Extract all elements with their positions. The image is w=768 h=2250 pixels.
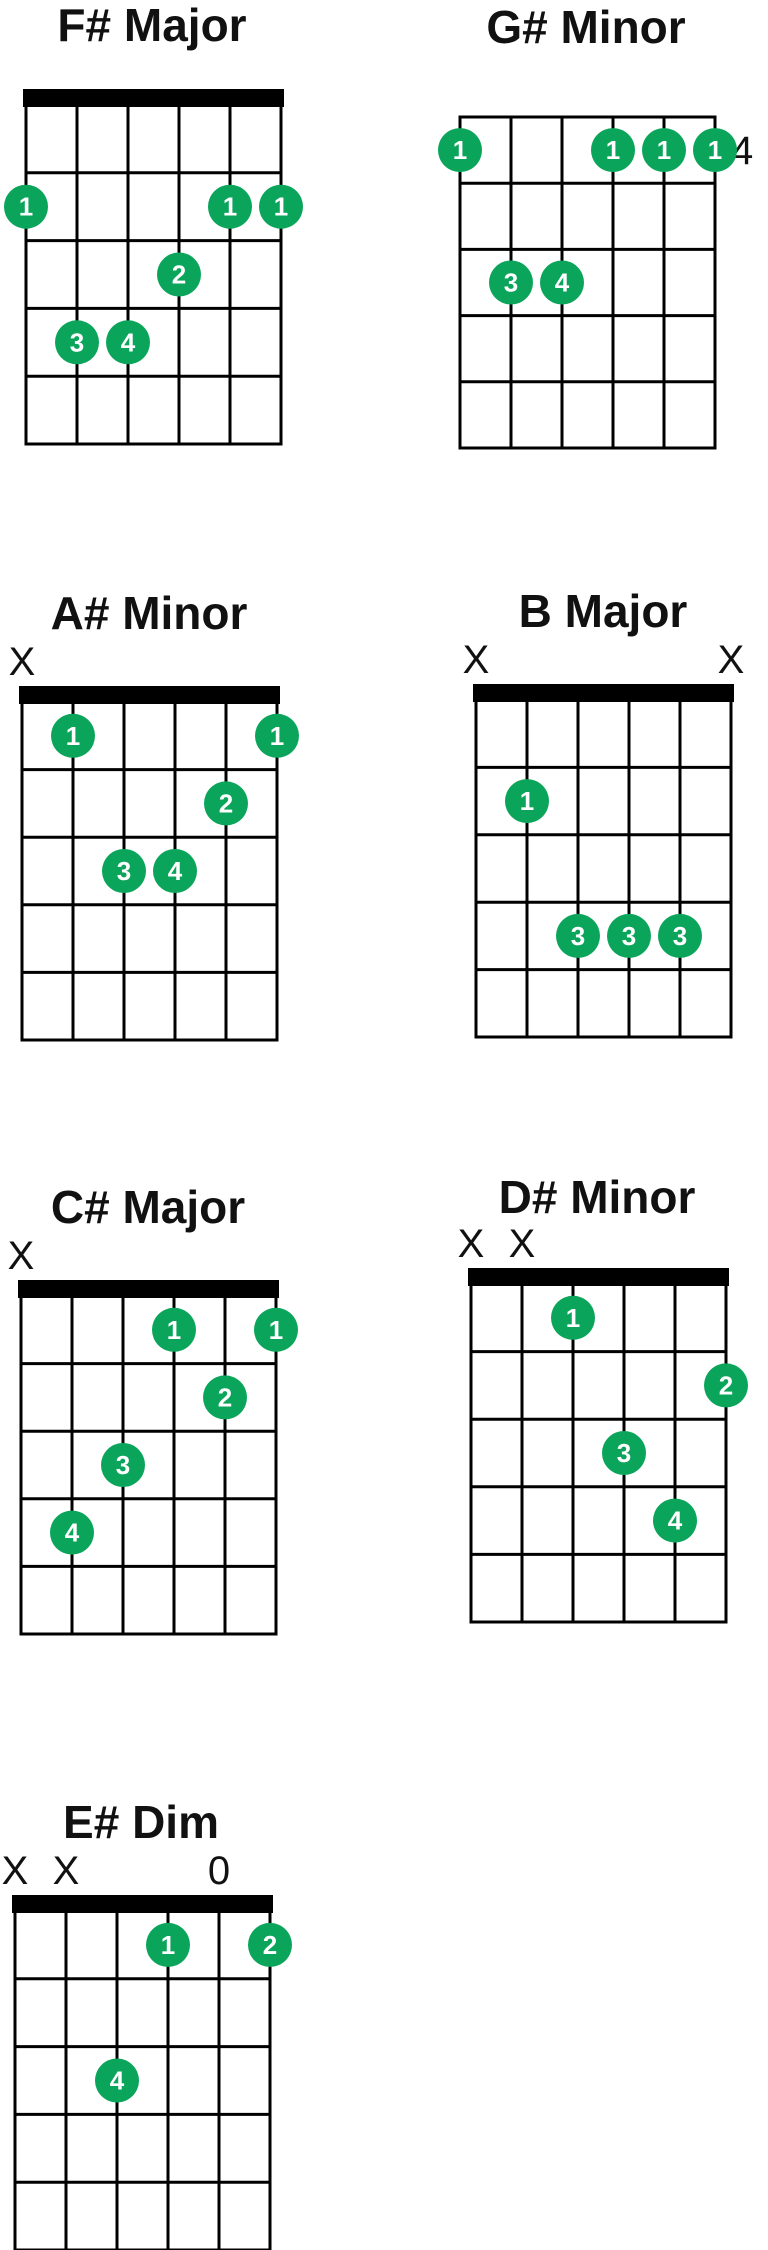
finger-dot: [101, 1443, 145, 1487]
finger-number: 1: [657, 135, 671, 165]
finger-number: 3: [116, 1450, 130, 1480]
finger-dot: [95, 2058, 139, 2103]
finger-number: 1: [453, 135, 467, 165]
finger-number: 1: [66, 721, 80, 751]
finger-number: 3: [117, 856, 131, 886]
finger-number: 1: [269, 1315, 283, 1345]
muted-string-mark: X: [463, 638, 490, 682]
finger-number: 3: [571, 921, 585, 951]
finger-dot: [653, 1498, 697, 1543]
finger-number: 1: [520, 786, 534, 816]
nut-bar: [23, 89, 284, 107]
muted-string-mark: X: [2, 1849, 29, 1893]
chord-title-e-sharp-dim: E# Dim: [63, 1796, 219, 1848]
finger-dot: [203, 1375, 247, 1420]
finger-dot: [607, 913, 651, 958]
finger-dot: [658, 913, 702, 958]
finger-dot: [489, 260, 533, 305]
muted-string-mark: X: [509, 1222, 536, 1266]
finger-number: 1: [19, 192, 33, 222]
finger-number: 4: [668, 1506, 683, 1536]
finger-number: 1: [161, 1930, 175, 1960]
chord-title-b-major: B Major: [518, 585, 688, 637]
finger-number: 1: [274, 192, 288, 222]
chord-title-g-sharp-minor: G# Minor: [486, 1, 686, 53]
finger-dot: [540, 260, 584, 305]
open-string-mark: 0: [208, 1849, 230, 1893]
finger-dot: [693, 128, 737, 173]
chord-title-f-sharp-major: F# Major: [57, 0, 247, 51]
finger-number: 4: [168, 856, 183, 886]
nut-bar: [19, 686, 280, 704]
finger-dot: [556, 913, 600, 958]
finger-number: 1: [708, 135, 722, 165]
finger-number: 2: [263, 1930, 277, 1960]
chord-title-d-sharp-minor: D# Minor: [498, 1171, 696, 1223]
chord-title-c-sharp-major: C# Major: [50, 1181, 246, 1233]
nut-bar: [473, 684, 734, 702]
finger-dot: [153, 849, 197, 893]
muted-string-mark: X: [53, 1849, 80, 1893]
finger-dot: [208, 184, 252, 229]
nut-bar: [468, 1268, 729, 1286]
finger-number: 3: [622, 921, 636, 951]
finger-number: 1: [223, 192, 237, 222]
finger-number: 2: [219, 788, 233, 818]
finger-number: 1: [606, 135, 620, 165]
finger-number: 2: [172, 260, 186, 290]
finger-number: 3: [617, 1438, 631, 1468]
finger-dot: [146, 1922, 190, 1967]
finger-dot: [4, 184, 48, 229]
finger-dot: [254, 1307, 298, 1352]
finger-number: 3: [673, 921, 687, 951]
finger-dot: [106, 320, 150, 365]
finger-dot: [255, 713, 299, 758]
muted-string-mark: X: [718, 638, 745, 682]
finger-dot: [602, 1431, 646, 1475]
nut-bar: [12, 1895, 273, 1913]
finger-dot: [55, 320, 99, 365]
nut-bar: [18, 1280, 279, 1298]
finger-number: 4: [121, 327, 136, 357]
finger-number: 3: [70, 327, 84, 357]
muted-string-mark: X: [458, 1222, 485, 1266]
finger-number: 1: [167, 1315, 181, 1345]
finger-number: 2: [719, 1370, 733, 1400]
finger-dot: [204, 781, 248, 826]
finger-dot: [591, 128, 635, 173]
base-fret-label: 4: [731, 129, 753, 173]
finger-dot: [248, 1922, 292, 1967]
finger-dot: [551, 1295, 595, 1340]
muted-string-mark: X: [8, 1234, 35, 1278]
finger-dot: [642, 128, 686, 173]
finger-dot: [438, 128, 482, 173]
finger-number: 4: [65, 1518, 80, 1548]
finger-dot: [102, 849, 146, 893]
muted-string-mark: X: [9, 640, 36, 684]
finger-dot: [704, 1363, 748, 1408]
finger-number: 4: [110, 2066, 125, 2096]
finger-dot: [152, 1307, 196, 1352]
finger-dot: [505, 779, 549, 824]
finger-number: 4: [555, 268, 570, 298]
finger-number: 3: [504, 268, 518, 298]
finger-dot: [259, 184, 303, 229]
chord-title-a-sharp-minor: A# Minor: [50, 587, 248, 639]
finger-dot: [50, 1510, 94, 1555]
finger-number: 2: [218, 1382, 232, 1412]
finger-number: 1: [270, 721, 284, 751]
finger-number: 1: [566, 1303, 580, 1333]
finger-dot: [157, 252, 201, 297]
finger-dot: [51, 713, 95, 758]
